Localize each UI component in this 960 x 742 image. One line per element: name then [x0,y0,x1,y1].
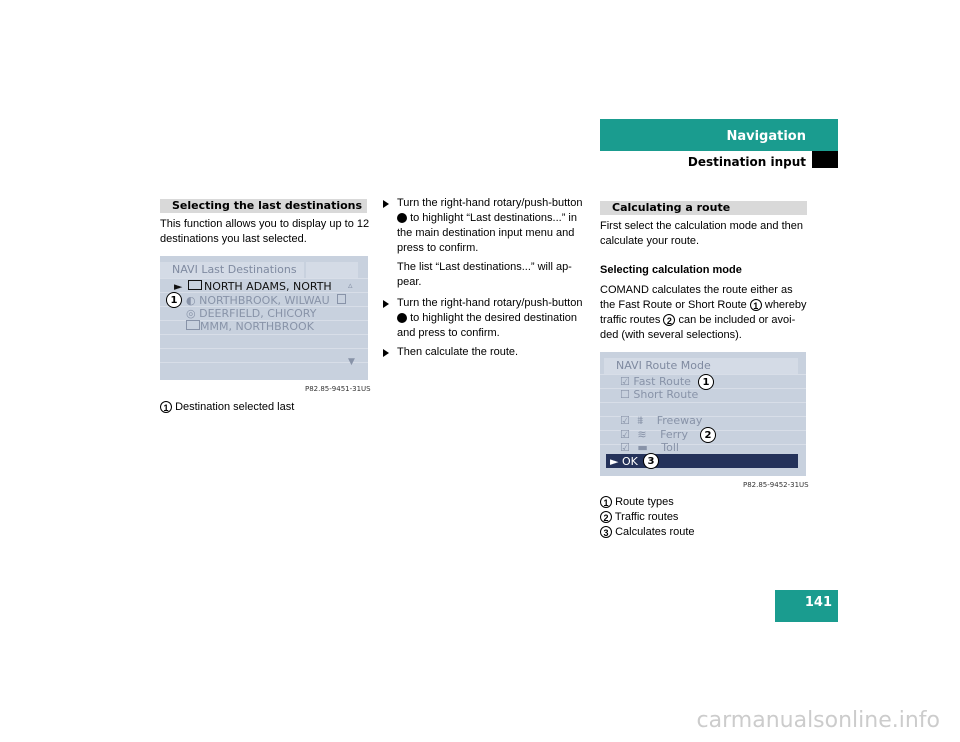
rotary-knob-icon [397,213,407,224]
ok-label: ► OK [610,455,638,468]
bullet-icon [383,300,389,308]
watermark: carmanualsonline.info [696,708,940,733]
callout-1: 1 [698,374,714,390]
left-intro: This function allows you to display up t… [160,218,370,245]
screen-title: NAVI Last Destinations [160,262,304,278]
right-intro: First select the calculation mode and th… [600,220,804,247]
legend-item: 2 Traffic routes [600,510,695,525]
toll-icon: ▬ [637,441,648,454]
scroll-down-icon[interactable]: ▼ [348,357,355,367]
option-ferry[interactable]: ☑ ≋ Ferry [620,428,688,441]
callout-1: 1 [166,292,182,308]
header-marker [812,151,838,168]
header-band [600,119,838,151]
section-heading-last-destinations: Selecting the last destinations [160,199,367,213]
bullet-icon [383,200,389,208]
last-destinations-screen: NAVI Last Destinations ► NORTH ADAMS, NO… [160,256,368,380]
legend-item: 1 Destination selected last [160,400,294,415]
checkbox-checked-icon: ☑ [620,375,630,388]
legend-item: 3 Calculates route [600,525,695,540]
rotary-knob-icon [397,313,407,324]
right-body: COMAND calculates the route either as th… [600,284,807,341]
subheading-calculation-mode: Selecting calculation mode [600,264,742,276]
poi-icon: ◐ [186,294,196,307]
scroll-up-icon[interactable]: ▵ [348,281,353,291]
list-item-selected[interactable]: ► NORTH ADAMS, NORTH [174,280,332,293]
option-short-route[interactable]: ☐ Short Route [620,388,699,401]
screen-title: NAVI Route Mode [604,358,798,374]
page-number: 141 [775,590,838,622]
checkbox-checked-icon: ☑ [620,428,630,441]
checkbox-checked-icon: ☑ [620,441,630,454]
image-reference: P82.85-9452-31US [743,481,809,489]
bullet-icon [383,349,389,357]
ferry-icon: ≋ [637,428,647,441]
list-item[interactable]: ◐ NORTHBROOK, WILWAU [186,294,347,307]
list-marker-icon [337,294,347,304]
select-arrow-icon: ► [610,455,619,468]
option-fast-route[interactable]: ☑ Fast Route [620,375,691,388]
option-toll[interactable]: ☑ ▬ Toll [620,441,679,454]
instruction-step-1: Turn the right-hand rotary/push-button t… [397,197,583,254]
instruction-step-3: Then calculate the route. [397,346,519,358]
image-reference: P82.85-9451-31US [305,385,371,393]
instruction-step-2: Turn the right-hand rotary/push-button t… [397,297,583,339]
checkbox-empty-icon: ☐ [620,388,630,401]
select-arrow-icon: ► [174,280,183,293]
target-icon: ◎ [186,307,196,320]
list-item[interactable]: ◎ DEERFIELD, CHICORY [186,307,317,320]
legend-item: 1 Route types [600,495,695,510]
callout-2: 2 [700,427,716,443]
destination-icon [186,320,200,330]
destination-icon [187,280,202,290]
instruction-note: The list “Last destinations...” will ap-… [397,261,572,288]
callout-3: 3 [643,453,659,469]
section-title: Navigation [726,129,806,144]
section-heading-calculating-route: Calculating a route [600,201,807,215]
legend-list: 1 Route types 2 Traffic routes 3 Calcula… [600,495,695,540]
checkbox-checked-icon: ☑ [620,414,630,427]
list-item[interactable]: MMM, NORTHBROOK [186,320,314,333]
freeway-icon: ⩩ [637,414,644,427]
option-freeway[interactable]: ☑ ⩩ Freeway [620,414,703,427]
route-mode-screen: NAVI Route Mode ☑ Fast Route ☐ Short Rou… [600,352,806,476]
subsection-title: Destination input [687,155,806,169]
screen-title-cap [306,262,358,278]
